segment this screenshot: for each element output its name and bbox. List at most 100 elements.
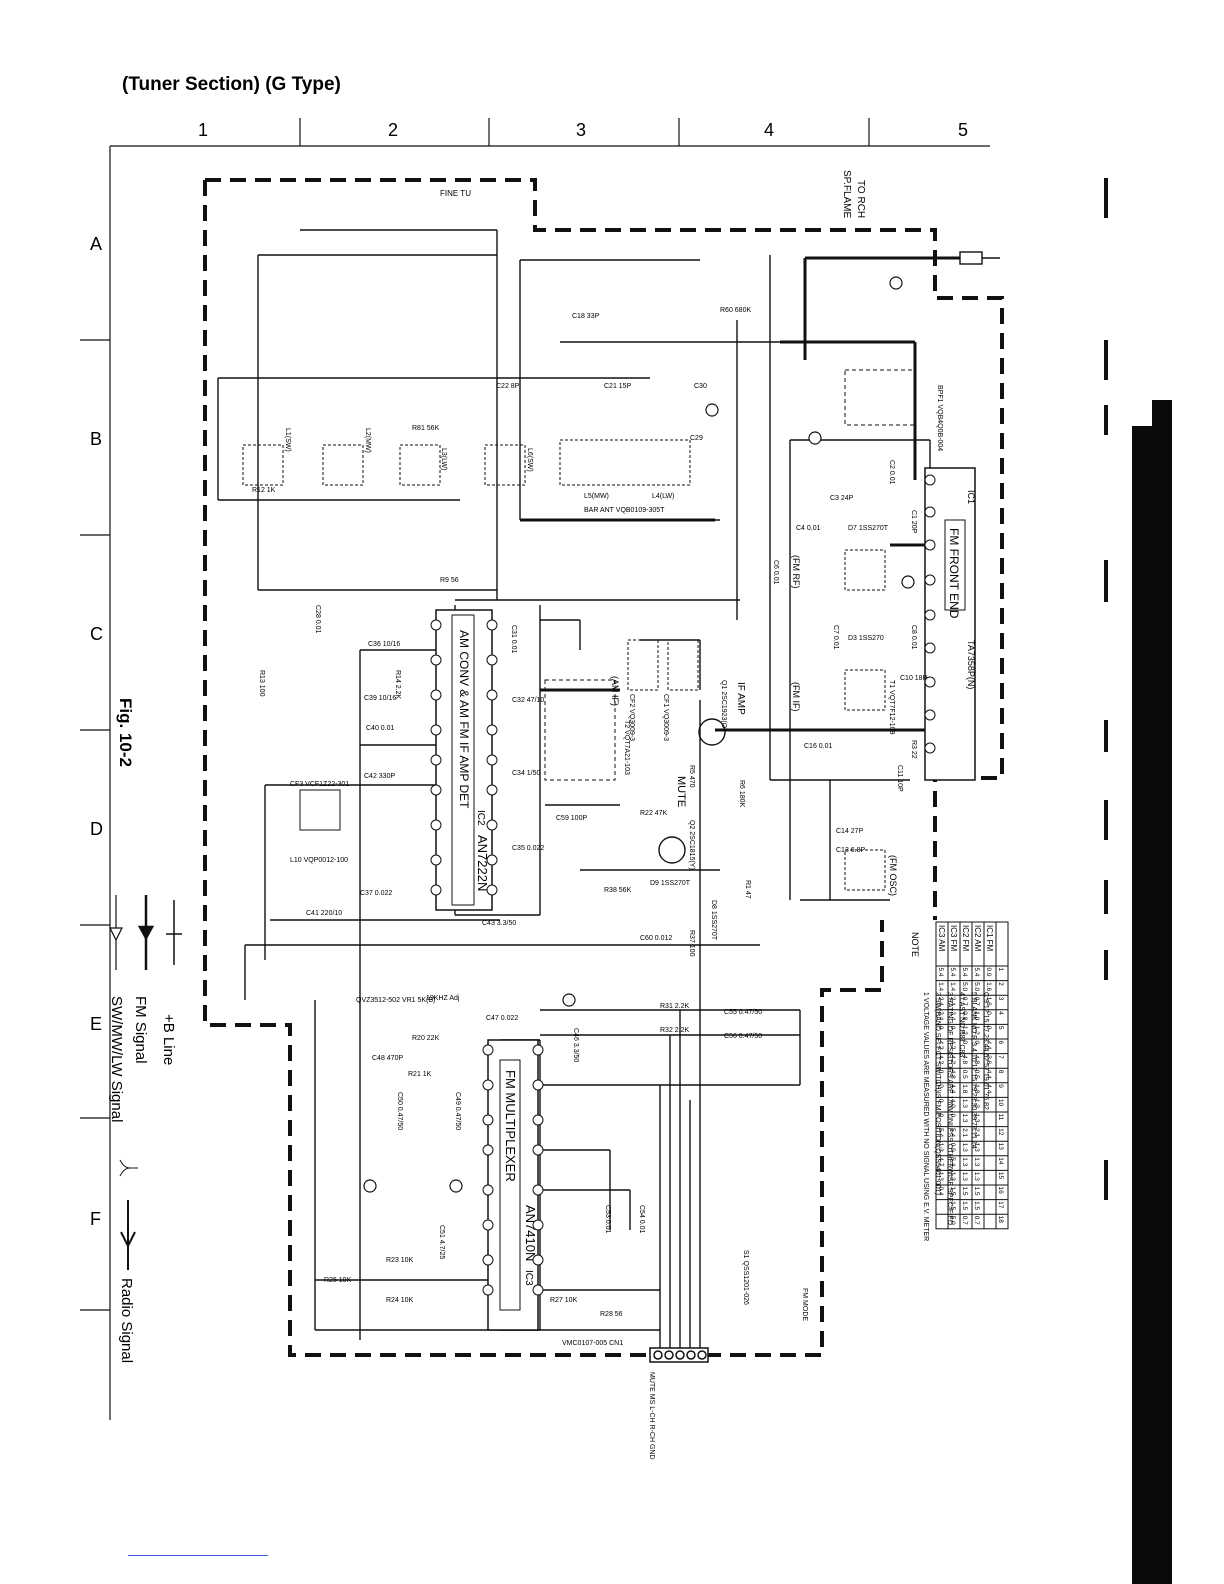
table-cell: 4.2	[949, 1041, 956, 1050]
table-cell: 1.3	[949, 1172, 956, 1181]
comp-label: R81 56K	[412, 425, 440, 432]
am-if-label: (AM IF)	[610, 676, 620, 706]
comp-label: CF2 VQ3009-3	[628, 694, 635, 741]
margin-mark	[1104, 720, 1108, 752]
comp-label: L4(LW)	[652, 493, 674, 500]
comp-label: D8 1SS270T	[710, 900, 717, 941]
ic-block-part: TA7358P(N)	[966, 640, 976, 689]
comp-label: C16 0.01	[804, 743, 833, 750]
legend-bline-icon	[166, 900, 182, 965]
comp-label: C13 6.8P	[836, 847, 866, 854]
ic-block-id: IC3	[523, 1270, 534, 1286]
table-cell: 1.3	[961, 1099, 968, 1108]
row-label: E	[90, 1014, 102, 1034]
table-cell: 5.0	[949, 1216, 956, 1225]
comp-label: R14 2.2K	[394, 670, 401, 700]
table-cell: 0	[937, 1099, 944, 1103]
table-cell: 1.5	[949, 1187, 956, 1196]
column-labels: 1 2 3 4 5	[198, 120, 968, 140]
comp-label: L10 VQP0012-100	[290, 857, 348, 864]
table-cell: 0.9	[949, 1143, 956, 1152]
comp-label: R60 680K	[720, 307, 751, 314]
notes-title: NOTE	[910, 932, 920, 957]
ic1-package: FM FRONT END IC1 TA7358P(N)	[924, 467, 976, 781]
row-label: A	[90, 234, 102, 254]
table-cell: 1.4	[937, 982, 944, 991]
table-cell: IC3 FM	[949, 925, 958, 952]
table-cell: 5.4	[949, 1157, 956, 1166]
ic-pins	[430, 474, 936, 1296]
adj-label: 19KHZ Adj	[426, 995, 460, 1002]
component-labels-semis: Q1 2SC1923(O) Q2 2SC1815(Y) D7 1SS270T D…	[650, 525, 889, 941]
ic-block-title: FM FRONT END	[947, 528, 961, 619]
table-cell: 1.5	[961, 1201, 968, 1210]
comp-label: C34 1/50	[512, 770, 541, 777]
comp-label: C28 0.01	[314, 605, 321, 634]
table-header-cell: 5	[997, 1026, 1004, 1030]
table-cell: 5.4	[937, 1128, 944, 1137]
table-header-cell: 2	[997, 982, 1004, 986]
table-cell: 2.1	[961, 1128, 968, 1137]
comp-label: C4 0.01	[796, 525, 821, 532]
table-cell: 1.3	[973, 1114, 980, 1123]
table-cell: 0	[937, 1114, 944, 1118]
table-cell: 1.8	[973, 1084, 980, 1093]
row-labels: A B C D E F	[90, 234, 103, 1229]
comp-label: Q1 2SC1923(O)	[720, 680, 727, 731]
comp-label: C39 10/16	[364, 695, 396, 702]
table-cell: 1.3	[961, 1172, 968, 1181]
table-cell: 0.5	[973, 1070, 980, 1079]
table-cell: 5.0	[973, 982, 980, 991]
table-cell: 4.4	[985, 1041, 992, 1050]
table-header-cell: 4	[997, 1011, 1004, 1015]
connector-label: VMC0107-005 CN1	[562, 1340, 623, 1347]
page-title: (Tuner Section) (G Type)	[122, 74, 341, 95]
comp-label: R13 100	[258, 670, 265, 697]
table-cell: 5.4	[937, 968, 944, 977]
table-cell: 4.0	[949, 1099, 956, 1108]
component-labels-right: C2 0.01 C1 20P C4 0.01 C6 0.01 C7 0.01 C…	[772, 460, 928, 854]
comp-label: R1 47	[744, 880, 751, 899]
legend-fm-icon	[137, 895, 155, 970]
legend: +B Line FM Signal SW/MW/LW Signal Radio …	[108, 895, 182, 1363]
table-cell: 4.8	[961, 1055, 968, 1064]
table-header-cell: 12	[997, 1128, 1004, 1136]
table-cell: 0.4	[937, 1187, 944, 1196]
comp-label: C35 0.022	[512, 845, 544, 852]
comp-label: R38 56K	[604, 887, 632, 894]
comp-label: Q2 2SC1815(Y)	[688, 820, 695, 870]
margin-mark	[1104, 1160, 1108, 1200]
table-cell: 0	[937, 1026, 944, 1030]
fm-mode-label: FM MODE	[801, 1288, 808, 1321]
comp-label: D9 1SS270T	[650, 880, 691, 887]
legend-sw-icon	[109, 895, 123, 970]
comp-label: C56 0.47/50	[724, 1033, 762, 1040]
table-cell: IC3 AM	[937, 925, 946, 952]
table-cell: 1.5	[973, 1201, 980, 1210]
comp-label: R23 10K	[386, 1257, 414, 1264]
comp-label: R12 1K	[252, 487, 276, 494]
table-cell: 1.3	[937, 1143, 944, 1152]
table-cell: 5.4	[949, 968, 956, 977]
comp-label: R25 10K	[324, 1277, 352, 1284]
table-cell: 2.4	[949, 997, 956, 1006]
stage-labels: IF AMP MUTE FINE TU (FM RF) (FM IF) (FM …	[356, 170, 898, 1460]
margin-mark	[1104, 880, 1108, 914]
table-cell: 4.8	[973, 1055, 980, 1064]
comp-label: CF1 VQ3009-3	[662, 694, 669, 741]
ic-block-title: AM CONV & AM FM IF AMP DET	[457, 630, 471, 809]
table-cell: 1.3	[973, 1157, 980, 1166]
table-cell: 1.3	[973, 1099, 980, 1108]
comp-label: C30	[694, 383, 707, 390]
comp-label: C43 3.3/50	[482, 920, 516, 927]
binding-edge-bar	[1132, 400, 1172, 1584]
legend-label: FM Signal	[132, 996, 149, 1064]
table-header-cell: 11	[997, 1114, 1004, 1121]
binding-edge-notch	[1132, 400, 1152, 426]
comp-label: D7 1SS270T	[848, 525, 889, 532]
comp-label: R5 470	[688, 765, 695, 788]
note-line: 1 VOLTAGE VALUES ARE MEASURED WITH NO SI…	[922, 992, 929, 1241]
comp-label: R32 2.2K	[660, 1027, 690, 1034]
if-amp-label: IF AMP	[735, 682, 746, 715]
